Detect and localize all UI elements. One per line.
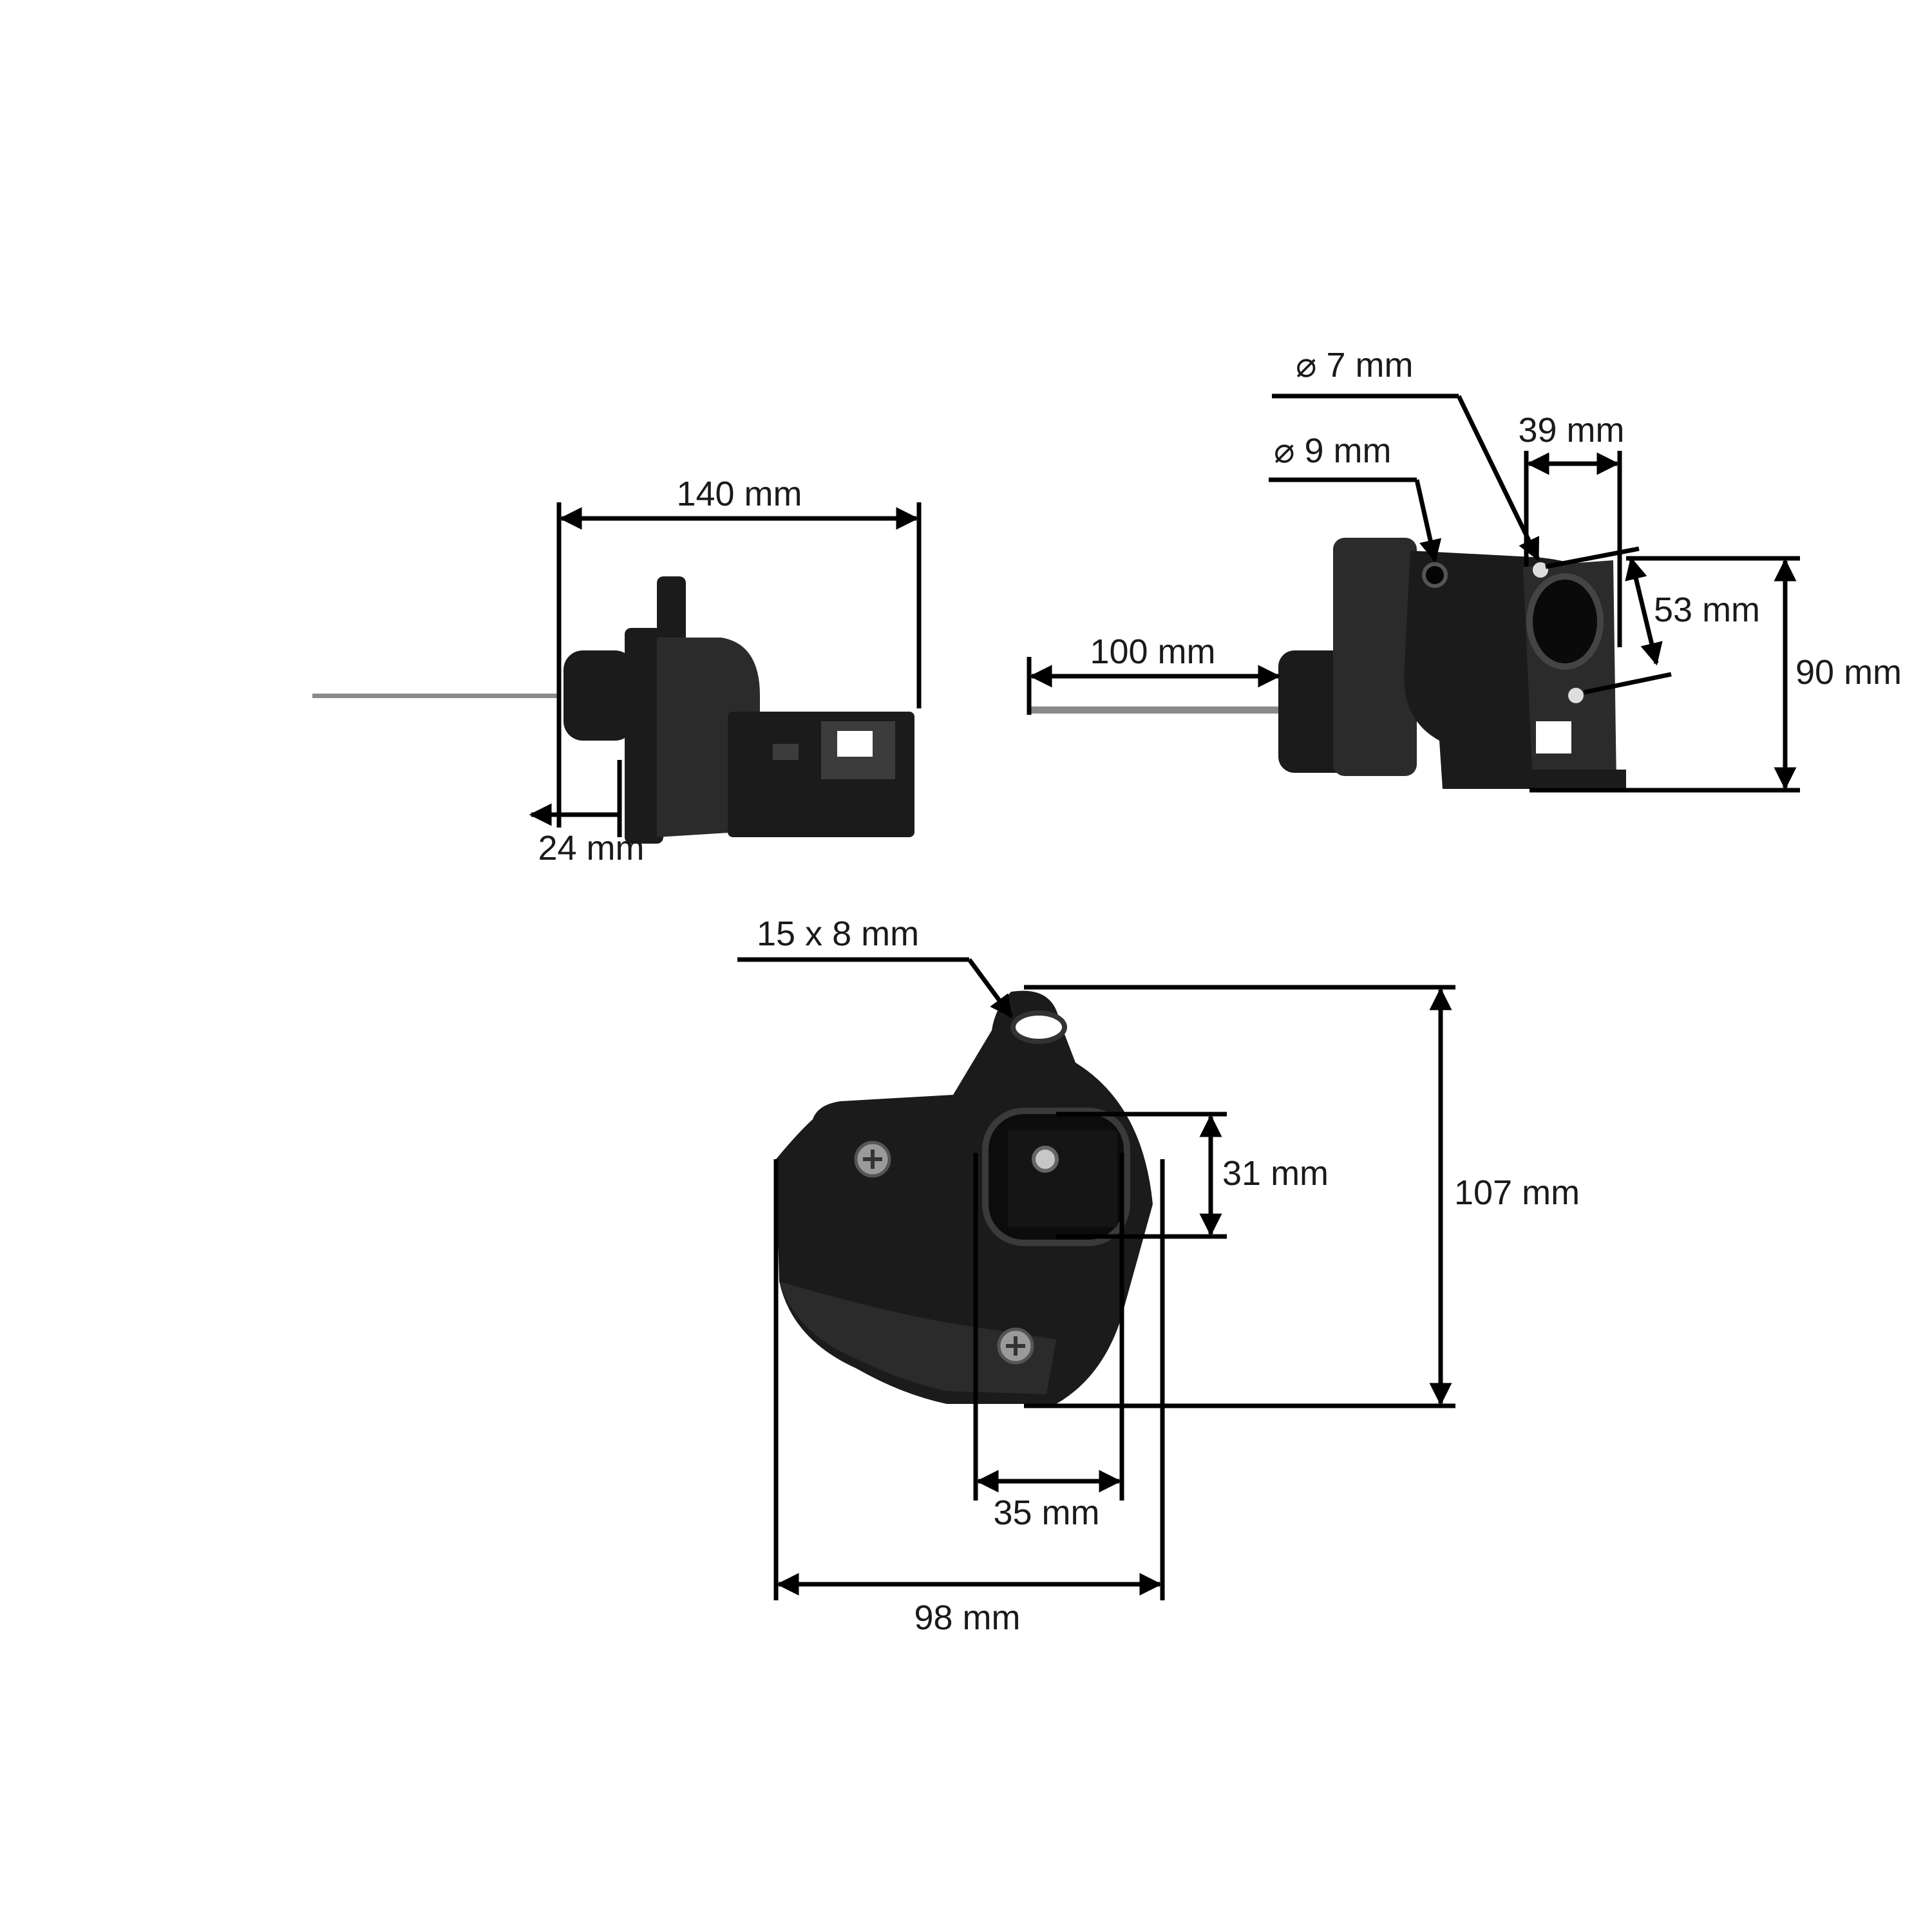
angled-view-gear-housing xyxy=(1333,538,1417,776)
angled-view-hole-9 xyxy=(1422,562,1448,588)
front-view-lower-shell xyxy=(779,1282,1056,1394)
mount-diagonal-ext-bottom xyxy=(1584,672,1672,695)
side-view-flange xyxy=(625,628,663,844)
hole-large-label: ⌀ 9 mm xyxy=(1274,431,1392,470)
front-view: 15 x 8 mm 31 mm 107 mm 35 mm 98 mm xyxy=(737,914,1580,1637)
front-view-slot xyxy=(1010,1010,1067,1044)
angled-view-shaft xyxy=(1027,706,1282,714)
bore-height-label: 31 mm xyxy=(1222,1154,1329,1193)
slot-size-leader-arrow xyxy=(967,958,1013,1018)
height-label: 90 mm xyxy=(1795,653,1902,692)
side-length-label: 140 mm xyxy=(676,475,802,513)
hole-large-leader-arrow xyxy=(1414,479,1442,563)
angled-view-window xyxy=(1536,721,1571,753)
front-view-body xyxy=(776,990,1153,1404)
angled-view-base xyxy=(1443,770,1626,789)
bore-width-label: 35 mm xyxy=(993,1493,1099,1532)
front-view-screw-top-cross-icon xyxy=(863,1150,882,1169)
side-view-tab xyxy=(657,576,686,654)
angled-view-hole-7-top xyxy=(1533,562,1548,578)
side-flange-label: 24 mm xyxy=(538,829,644,867)
shaft-length-label: 100 mm xyxy=(1090,632,1215,671)
front-view-screw-bottom-cross-icon xyxy=(1006,1336,1025,1356)
slot-size-label: 15 x 8 mm xyxy=(757,914,919,953)
front-view-bore-inner xyxy=(1008,1130,1117,1227)
front-view-shaft-end xyxy=(1032,1146,1059,1173)
hole-small-label: ⌀ 7 mm xyxy=(1296,346,1414,384)
side-view-cylinder xyxy=(564,650,634,741)
front-width-label: 98 mm xyxy=(914,1598,1020,1637)
side-view-latch xyxy=(773,744,799,760)
angled-view-mount-ring xyxy=(1526,573,1604,670)
front-height-label: 107 mm xyxy=(1454,1173,1580,1212)
side-view-shaft xyxy=(312,694,557,698)
mount-spacing-label: 39 mm xyxy=(1518,411,1624,450)
mount-diagonal-label: 53 mm xyxy=(1654,591,1760,629)
mount-diagonal-ext-top xyxy=(1545,546,1640,569)
mount-diagonal-dimension-line xyxy=(1625,556,1663,666)
side-view-connector-slot xyxy=(837,731,873,757)
angled-view-hole-7-bottom xyxy=(1568,688,1584,703)
side-view: 140 mm 24 mm xyxy=(312,475,922,867)
angled-view: ⌀ 9 mm ⌀ 7 mm 39 mm 53 mm 100 mm 90 mm xyxy=(1027,346,1902,793)
